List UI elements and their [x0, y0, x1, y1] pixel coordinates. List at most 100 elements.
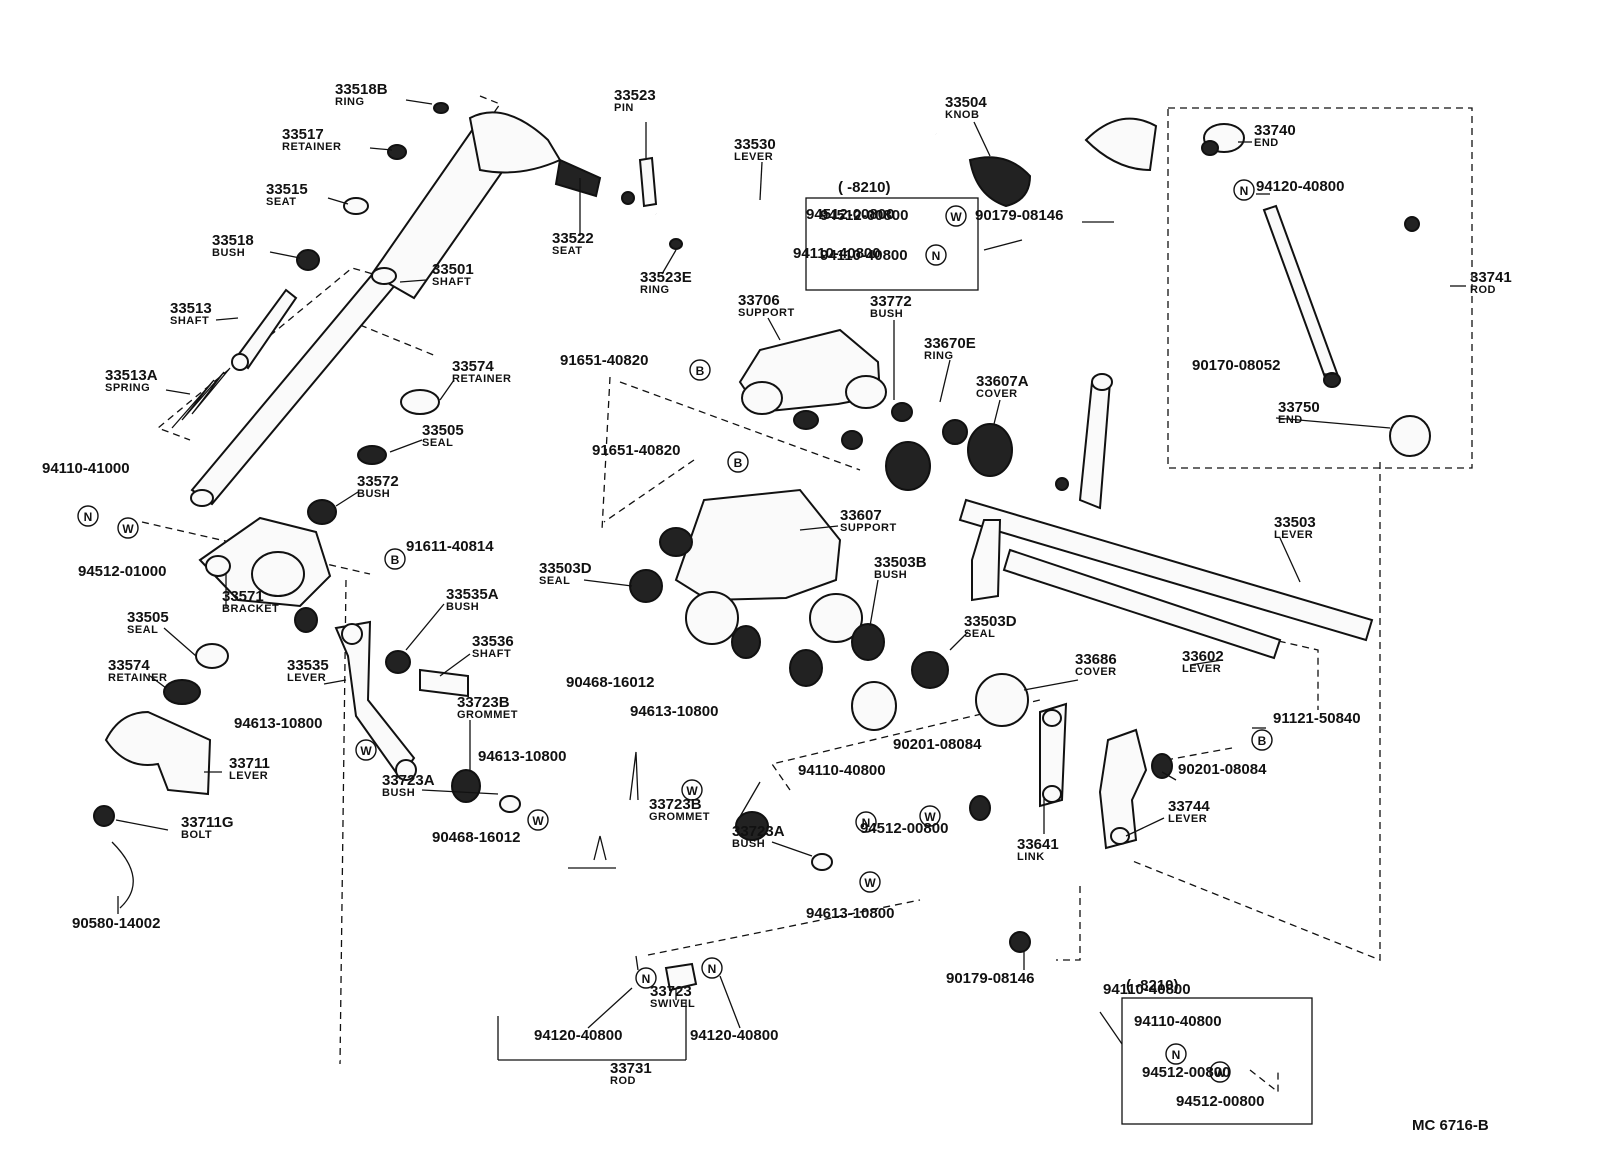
- bolt-icon: B: [727, 451, 749, 473]
- fastener-code: 91611-40814: [406, 538, 494, 555]
- washer-icon: W: [117, 517, 139, 539]
- part-name: END: [1278, 414, 1303, 426]
- small-parts-upper-left: [171, 102, 449, 525]
- shift-shaft-33501: [190, 111, 602, 507]
- washer-icon: W: [945, 205, 967, 227]
- fastener-code: 90201-08084: [893, 736, 982, 753]
- fastener-code: 91651-40820: [560, 352, 648, 369]
- svg-text:W: W: [950, 210, 962, 224]
- part-name: SEAL: [964, 628, 995, 640]
- part-number: 33574: [108, 657, 150, 674]
- fastener-code: 90468-16012: [432, 829, 520, 846]
- part-name: SHAFT: [472, 648, 511, 660]
- part-number: 33515: [266, 181, 308, 198]
- inset-box-header: ( -8210): [838, 179, 891, 196]
- fastener-code: 90201-08084: [1178, 761, 1267, 778]
- part-number: 33513A: [105, 367, 158, 384]
- fastener-code: 91651-40820: [592, 442, 680, 459]
- fastener-code: 94512-00800: [860, 820, 948, 837]
- support-33706: [738, 328, 913, 450]
- fastener-code: 90580-14002: [72, 915, 160, 932]
- nut-icon: N: [925, 244, 947, 266]
- part-name: END: [1254, 137, 1279, 149]
- bolt-icon: B: [689, 359, 711, 381]
- part-name: BUSH: [870, 308, 903, 320]
- part-number: 33523: [614, 87, 656, 104]
- inset-box-upper: ( -8210) 94512-00800 94110-40800: [820, 179, 908, 264]
- part-name: LEVER: [1182, 663, 1221, 675]
- bracket-and-lever-lower-left: [93, 516, 833, 909]
- part-name: LEVER: [287, 672, 326, 684]
- nut-icon: N: [701, 957, 723, 979]
- inset-box-lower: ( -8210) 94110-40800 94512-00800: [1126, 977, 1264, 1110]
- part-number: 33607A: [976, 373, 1029, 390]
- svg-text:W: W: [532, 814, 544, 828]
- part-name: SPRING: [105, 382, 150, 394]
- part-number: 33571: [222, 588, 264, 605]
- part-name: BUSH: [357, 488, 390, 500]
- nut-icon: N: [77, 505, 99, 527]
- inset-box-upper-frame: [805, 197, 979, 291]
- fastener-code: 94512-00800: [1142, 1064, 1230, 1081]
- fastener-code: 91121-50840: [1273, 710, 1361, 727]
- part-number: 33517: [282, 126, 324, 143]
- svg-text:B: B: [1258, 734, 1267, 748]
- inset-box-code: 94110-40800: [1134, 1013, 1222, 1030]
- part-number: 33530: [734, 136, 776, 153]
- part-name: SWIVEL: [650, 998, 695, 1010]
- part-name: PIN: [614, 102, 634, 114]
- bolt-icon: B: [1251, 729, 1273, 751]
- svg-text:W: W: [122, 522, 134, 536]
- washer-icon: W: [527, 809, 549, 831]
- nut-icon: N: [855, 811, 877, 833]
- part-name: RING: [924, 350, 954, 362]
- part-number: 33503D: [964, 613, 1017, 630]
- washer-icon: W: [919, 805, 941, 827]
- part-number: 33503: [1274, 514, 1316, 531]
- bolt-icon: B: [384, 548, 406, 570]
- fastener-codes: 94110-4100094512-0100091611-4081491651-4…: [42, 178, 1361, 1081]
- part-number: 33505: [127, 609, 169, 626]
- part-number: 33523E: [640, 269, 692, 286]
- svg-text:B: B: [734, 456, 743, 470]
- part-number: 33572: [357, 473, 399, 490]
- washer-icon: W: [355, 739, 377, 761]
- svg-text:N: N: [862, 816, 871, 830]
- part-number: 33731: [610, 1060, 652, 1077]
- svg-text:N: N: [1240, 184, 1249, 198]
- svg-text:N: N: [708, 962, 717, 976]
- part-number: 33536: [472, 633, 514, 650]
- fastener-code: 94613-10800: [234, 715, 322, 732]
- part-name: BUSH: [382, 787, 415, 799]
- part-number: 33772: [870, 293, 912, 310]
- part-number: 33504: [945, 94, 987, 111]
- part-name: ROD: [1470, 284, 1496, 296]
- inset-box-code: 94512-00800: [820, 207, 908, 224]
- part-number: 33602: [1182, 648, 1224, 665]
- part-name: LEVER: [1274, 529, 1313, 541]
- inset-box-code: 94512-00800: [1176, 1093, 1264, 1110]
- part-number: 33574: [452, 358, 494, 375]
